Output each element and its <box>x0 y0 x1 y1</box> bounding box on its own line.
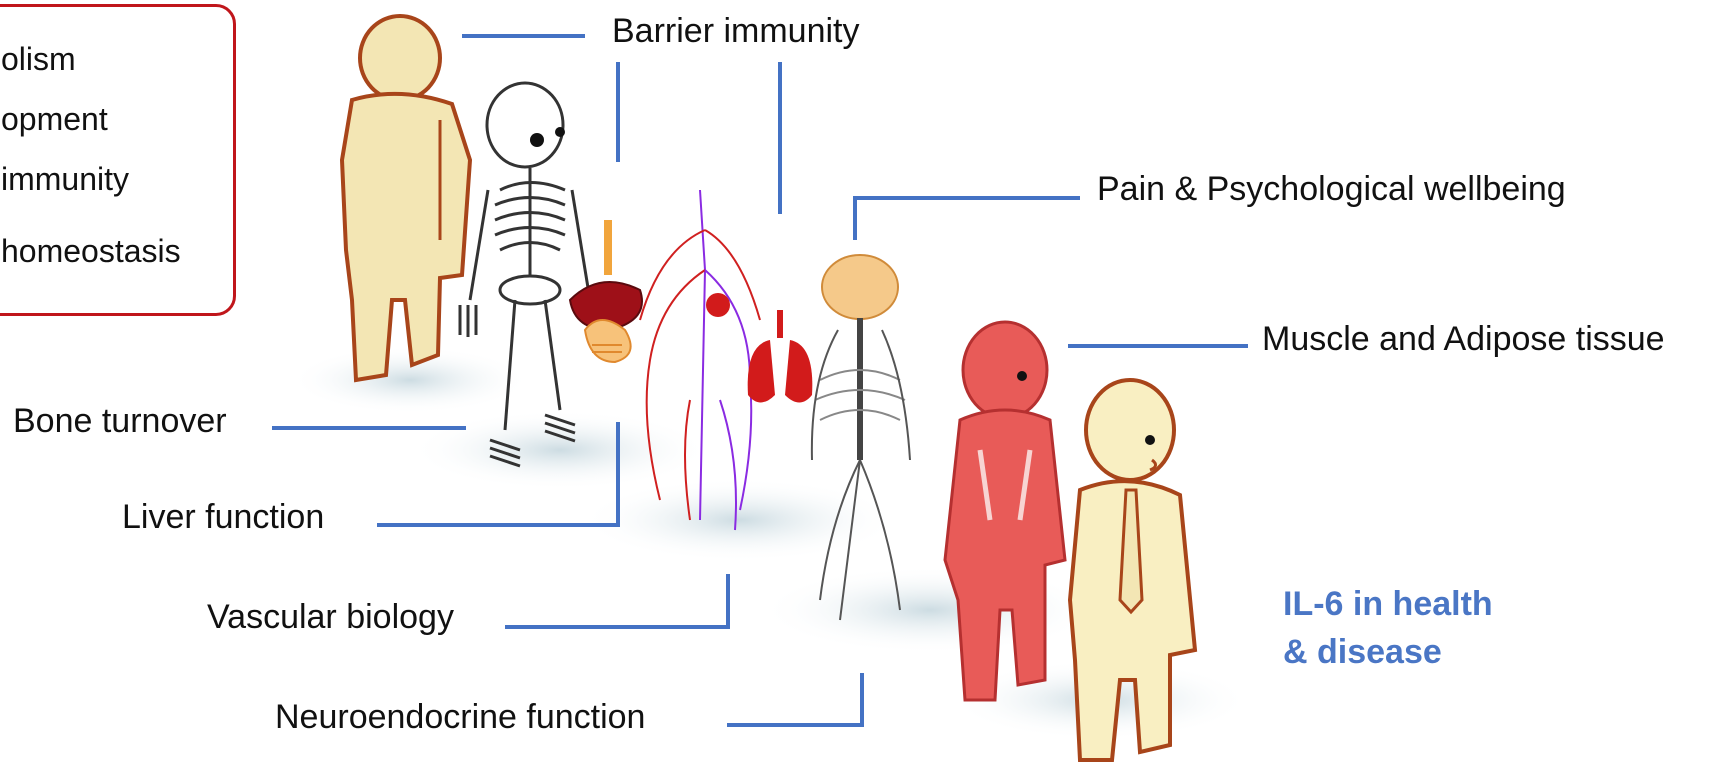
label-barrier-immunity: Barrier immunity <box>612 14 859 48</box>
label-pain: Pain & Psychological wellbeing <box>1097 172 1566 206</box>
title-line-2: & disease <box>1283 628 1493 676</box>
leader-neuro <box>727 673 862 725</box>
label-neuroendocrine: Neuroendocrine function <box>275 700 645 734</box>
nervous-system <box>812 255 910 620</box>
lungs <box>748 310 813 403</box>
leader-vascular <box>505 574 728 627</box>
label-vascular-biology: Vascular biology <box>207 600 454 634</box>
label-bone-turnover: Bone turnover <box>13 404 227 438</box>
diagram-title: IL-6 in health & disease <box>1283 580 1493 676</box>
label-liver-function: Liver function <box>122 500 324 534</box>
leader-pain <box>855 198 1080 240</box>
skeleton-figure <box>460 83 590 466</box>
label-muscle-adipose: Muscle and Adipose tissue <box>1262 322 1665 356</box>
skin-figure <box>342 16 470 380</box>
title-line-1: IL-6 in health <box>1283 580 1493 628</box>
